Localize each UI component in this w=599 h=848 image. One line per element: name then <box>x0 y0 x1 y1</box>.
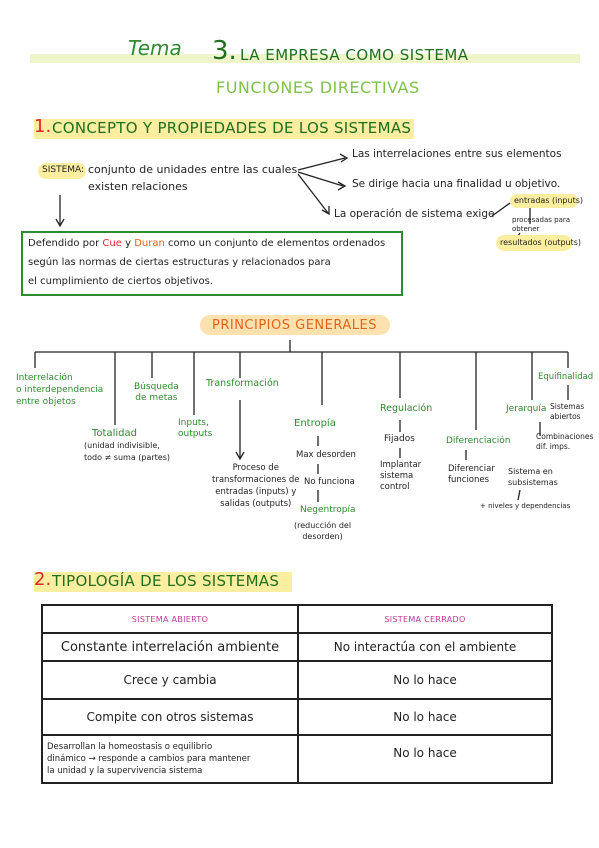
definition-pre: Defendido por <box>28 238 100 249</box>
proceso-line3: entradas (inputs) y <box>215 487 297 497</box>
section1-number: 1. <box>34 116 52 137</box>
busqueda-line2: de metas <box>135 393 178 403</box>
section2-number: 2. <box>34 569 52 590</box>
table-row: Constante interrelación ambiente No inte… <box>41 632 553 662</box>
section1-highlight <box>34 119 414 139</box>
node-sistemas-abiertos: Sistemas abiertos <box>550 402 584 422</box>
abiertos-line1: Sistemas <box>550 402 585 411</box>
interrelacion-line1: Interrelación <box>16 373 73 383</box>
interrelacion-line3: entre objetos <box>16 397 76 407</box>
section2-highlight <box>34 572 292 592</box>
node-regulacion: Regulación <box>380 403 433 414</box>
table-row: Desarrollan la homeostasis o equilibrio … <box>41 734 553 784</box>
combinaciones-line1: Combinaciones <box>536 432 594 441</box>
sistema-def-line2: existen relaciones <box>88 180 188 193</box>
node-combinaciones: Combinaciones dif. imps. <box>536 432 593 452</box>
sistema-def-line1: conjunto de unidades entre las cuales <box>88 163 298 176</box>
max-desorden: Max desorden <box>296 450 356 460</box>
cell-cerrado: No lo hace <box>297 698 553 736</box>
table-row: Crece y cambia No lo hace <box>41 660 553 700</box>
proceso-line1: Proceso de <box>232 463 279 473</box>
section1-title: CONCEPTO Y PROPIEDADES DE LOS SISTEMAS <box>52 119 412 137</box>
cell-cerrado: No lo hace <box>297 660 553 700</box>
section2-title: TIPOLOGÍA DE LOS SISTEMAS <box>52 572 280 590</box>
implantar-line3: control <box>380 482 410 492</box>
table-row: Compite con otros sistemas No lo hace <box>41 698 553 736</box>
resultados: resultados (outputs) <box>500 238 582 247</box>
author-duran: Duran <box>134 238 165 249</box>
header-highlight-bar <box>30 54 580 63</box>
node-sistema-subsistemas: Sistema en subsistemas <box>508 466 558 488</box>
node-reduccion: (reducción del desorden) <box>294 520 351 542</box>
entradas: entradas (inputs) <box>514 196 583 205</box>
proceso-line2: transformaciones de <box>212 475 300 485</box>
header-cerrado: SISTEMA CERRADO <box>297 604 553 634</box>
cell-abierto: Constante interrelación ambiente <box>41 632 299 662</box>
node-diferenciacion: Diferenciación <box>446 436 511 446</box>
node-diferenciar: Diferenciar funciones <box>448 464 495 486</box>
node-interrelacion: Interrelación o interdependencia entre o… <box>16 372 103 408</box>
header-abierto: SISTEMA ABIERTO <box>41 604 299 634</box>
cell-abierto: Compite con otros sistemas <box>41 698 299 736</box>
definition-box <box>21 231 403 296</box>
definition-and: y <box>125 238 131 249</box>
inputs-line2: outputs <box>178 429 213 439</box>
abiertos-line2: abiertos <box>550 412 581 421</box>
node-jerarquia: Jerarquía <box>506 404 547 414</box>
cell-cerrado: No interactúa con el ambiente <box>297 632 553 662</box>
totalidad-line1: (unidad indivisible, <box>84 441 160 450</box>
homeostasis-line2: dinámico → responde a cambios para mante… <box>47 754 251 764</box>
definition-post: como un conjunto de elementos ordenados <box>168 238 386 249</box>
node-proceso: Proceso de transformaciones de entradas … <box>212 462 300 510</box>
node-totalidad: Totalidad (unidad indivisible, todo ≠ su… <box>84 428 170 464</box>
fijados: Fijados <box>384 434 415 444</box>
tema-label: Tema <box>128 36 182 60</box>
reduccion-line2: desorden) <box>302 532 343 541</box>
totalidad-title: Totalidad <box>92 428 137 439</box>
diferenciar-line2: funciones <box>448 475 490 485</box>
implantar-line1: Implantar <box>380 460 422 470</box>
node-inputs: Inputs, outputs <box>178 418 212 440</box>
node-implantar: Implantar sistema control <box>380 460 421 493</box>
niveles: + niveles y dependencias <box>480 502 571 510</box>
node-entropia: Entropía <box>294 418 336 429</box>
no-funciona: No funciona <box>304 477 355 487</box>
definition-line3: el cumplimiento de ciertos objetivos. <box>28 276 213 287</box>
definition-line2: según las normas de ciertas estructuras … <box>28 257 331 268</box>
homeostasis-line1: Desarrollan la homeostasis o equilibrio <box>47 742 213 752</box>
tipologia-table: SISTEMA ABIERTO SISTEMA CERRADO Constant… <box>41 604 553 784</box>
busqueda-line1: Búsqueda <box>134 382 179 392</box>
totalidad-line2: todo ≠ suma (partes) <box>84 453 171 462</box>
reduccion-line1: (reducción del <box>294 521 352 530</box>
cell-abierto: Crece y cambia <box>41 660 299 700</box>
branch-3: La operación de sistema exige <box>334 208 495 220</box>
negentropia: Negentropía <box>300 505 356 515</box>
page-subtitle: FUNCIONES DIRECTIVAS <box>216 78 420 97</box>
cell-cerrado: No lo hace <box>297 734 553 784</box>
procesadas: procesadas para obtener <box>512 216 571 233</box>
author-cue: Cue <box>102 238 122 249</box>
node-busqueda: Búsqueda de metas <box>134 382 179 404</box>
branch-2: Se dirige hacia una finalidad u objetivo… <box>352 178 561 190</box>
definition-line1: Defendido por Cue y Duran como un conjun… <box>28 238 385 249</box>
diferenciar-line1: Diferenciar <box>448 464 495 474</box>
node-equifinalidad: Equifinalidad <box>538 372 594 382</box>
subsistemas-line1: Sistema en <box>508 467 553 476</box>
sistema-label: SISTEMA: <box>42 165 85 175</box>
homeostasis-line3: la unidad y la supervivencia sistema <box>47 766 203 776</box>
page-title: LA EMPRESA COMO SISTEMA <box>240 46 469 64</box>
table-header-row: SISTEMA ABIERTO SISTEMA CERRADO <box>41 604 553 634</box>
principios-title: PRINCIPIOS GENERALES <box>212 318 377 333</box>
node-transformacion: Transformación <box>206 378 279 389</box>
tema-number: 3. <box>212 36 237 66</box>
implantar-line2: sistema <box>380 471 414 481</box>
proceso-line4: salidas (outputs) <box>220 499 292 509</box>
cell-abierto: Desarrollan la homeostasis o equilibrio … <box>41 734 299 784</box>
branch-1: Las interrelaciones entre sus elementos <box>352 148 562 160</box>
interrelacion-line2: o interdependencia <box>16 385 104 395</box>
combinaciones-line2: dif. imps. <box>536 442 571 451</box>
subsistemas-line2: subsistemas <box>508 478 558 487</box>
inputs-line1: Inputs, <box>178 418 209 428</box>
